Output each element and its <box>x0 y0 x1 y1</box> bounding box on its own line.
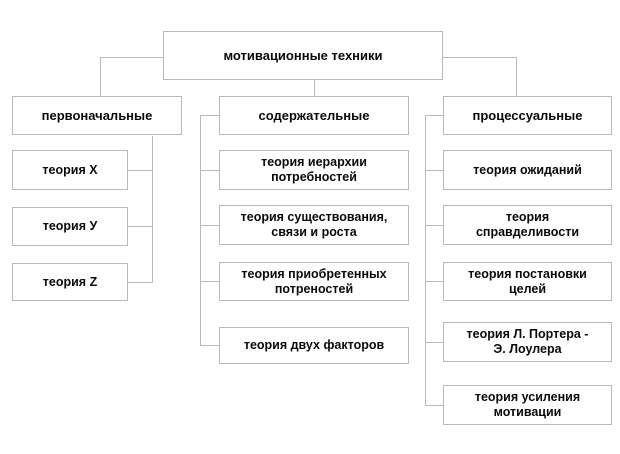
node-right-child-3[interactable]: теория постановки целей <box>443 262 612 301</box>
connector-right-stub-1 <box>425 170 444 171</box>
connector-root-to-left-horizontal <box>100 57 164 58</box>
connector-left-stub-3 <box>128 282 153 283</box>
connector-middle-trunk <box>200 115 201 346</box>
node-label: теория усиления мотивации <box>474 390 581 419</box>
connector-middle-stub-4 <box>200 345 219 346</box>
connector-middle-stub-1 <box>200 170 219 171</box>
connector-right-stub-head <box>425 115 444 116</box>
node-label: теория Л. Портера - Э. Лоулера <box>466 327 589 356</box>
connector-middle-stub-head <box>200 115 219 116</box>
node-right-child-1[interactable]: теория ожиданий <box>443 150 612 190</box>
connector-root-to-left-vertical <box>100 57 101 96</box>
node-right-child-2[interactable]: теория справделивости <box>443 205 612 245</box>
node-middle-child-1[interactable]: теория иерархии потребностей <box>219 150 409 190</box>
node-label: теория Z <box>42 274 98 289</box>
node-branch-head-soderzhatelnye[interactable]: содержательные <box>219 96 409 135</box>
connector-right-trunk <box>425 115 426 405</box>
node-label: мотивационные техники <box>223 48 383 63</box>
node-right-child-4[interactable]: теория Л. Портера - Э. Лоулера <box>443 322 612 362</box>
node-label: теория X <box>42 162 98 177</box>
connector-middle-stub-2 <box>200 225 219 226</box>
connector-root-to-right-vertical <box>516 57 517 96</box>
node-left-child-3[interactable]: теория Z <box>12 263 128 301</box>
connector-right-stub-3 <box>425 281 444 282</box>
node-right-child-5[interactable]: теория усиления мотивации <box>443 385 612 425</box>
node-label: процессуальные <box>472 108 583 123</box>
node-root-motivational-techniques[interactable]: мотивационные техники <box>163 31 443 80</box>
connector-left-stub-2 <box>128 226 153 227</box>
node-label: теория иерархии потребностей <box>261 155 367 184</box>
node-label: теория двух факторов <box>243 338 385 352</box>
node-middle-child-4[interactable]: теория двух факторов <box>219 327 409 364</box>
node-branch-head-pervonachalnye[interactable]: первоначальные <box>12 96 182 135</box>
connector-root-to-middle-vertical <box>314 80 315 96</box>
node-label: теория справделивости <box>475 210 580 239</box>
node-label: теория ожиданий <box>473 162 582 177</box>
connector-root-to-right-horizontal <box>443 57 517 58</box>
node-middle-child-2[interactable]: теория существования, связи и роста <box>219 205 409 245</box>
node-label: теория существования, связи и роста <box>240 210 388 239</box>
connector-right-stub-5 <box>425 405 444 406</box>
node-left-child-1[interactable]: теория X <box>12 150 128 190</box>
node-left-child-2[interactable]: теория У <box>12 207 128 246</box>
node-label: теория У <box>42 219 98 233</box>
node-label: теория постановки целей <box>468 266 587 296</box>
node-middle-child-3[interactable]: теория приобретенных потреностей <box>219 262 409 301</box>
node-label: первоначальные <box>41 108 153 123</box>
connector-middle-stub-3 <box>200 281 219 282</box>
node-label: теория приобретенных потреностей <box>241 266 387 296</box>
connector-right-stub-2 <box>425 225 444 226</box>
connector-left-trunk <box>152 136 153 282</box>
connector-right-stub-4 <box>425 342 444 343</box>
node-label: содержательные <box>258 108 370 123</box>
connector-left-stub-1 <box>128 170 153 171</box>
node-branch-head-processualnye[interactable]: процессуальные <box>443 96 612 135</box>
